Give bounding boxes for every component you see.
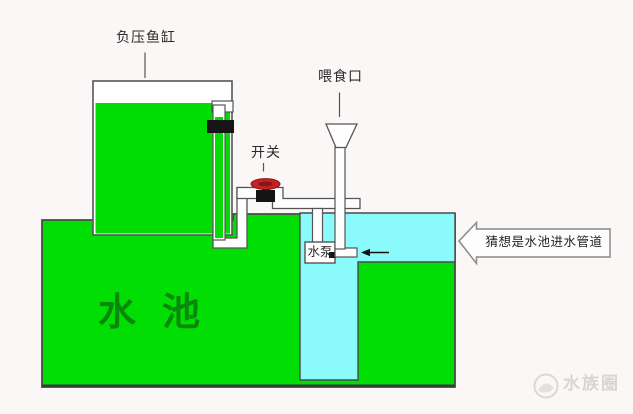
valve-icon <box>250 178 281 202</box>
watermark-text: 水族圈 <box>563 374 620 393</box>
pump-label: 水泵 <box>307 245 333 259</box>
pump-outlet-nub <box>329 252 336 258</box>
switch-label: 开关 <box>251 144 281 160</box>
feeding-funnel <box>325 123 359 250</box>
feed-port-label: 喂食口 <box>318 68 363 84</box>
watermark-logo-icon <box>533 373 559 399</box>
pool-label: 水池 <box>98 292 227 334</box>
flow-arrow-icon <box>361 248 389 257</box>
leader-lines <box>144 52 341 172</box>
tank-label: 负压鱼缸 <box>116 29 176 45</box>
pump-branch-pipe <box>311 207 324 244</box>
bulkhead-fitting <box>207 120 234 133</box>
intake-water <box>215 117 223 238</box>
fish-tank <box>92 80 233 236</box>
tank-intake-pipe <box>207 100 234 241</box>
callout-arrow-icon <box>458 220 611 266</box>
callout-text: 猜想是水池进水管道 <box>485 235 603 249</box>
funnel-outlet-elbow <box>334 247 358 258</box>
funnel-icon <box>325 123 359 149</box>
